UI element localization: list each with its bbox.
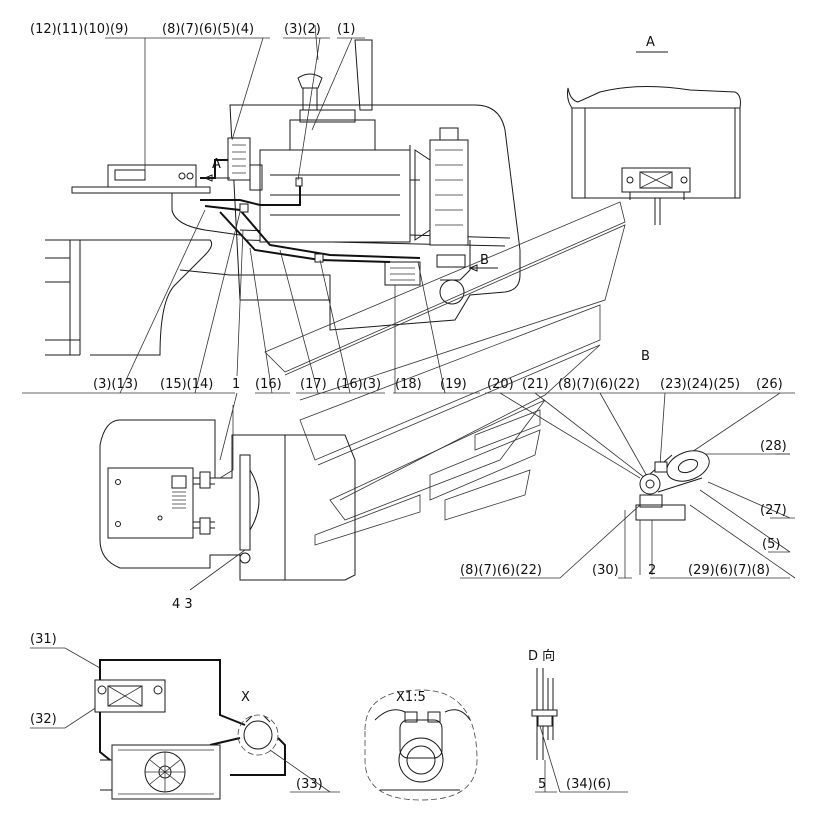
mid-leader-lines (22, 209, 480, 394)
label-16: (16) (255, 377, 282, 392)
label-16-3: (16)(3) (336, 377, 381, 392)
label-12-11-10-9: (12)(11)(10)(9) (30, 22, 128, 37)
label-1: (1) (337, 22, 355, 37)
label-4-3: 4 3 (172, 597, 193, 612)
label-20: (20) (487, 377, 514, 392)
label-33: (33) (296, 777, 323, 792)
arrow-a-label: A (212, 157, 221, 172)
label-x: X (241, 690, 250, 705)
label-21: (21) (522, 377, 549, 392)
label-26: (26) (756, 377, 783, 392)
label-5: (5) (762, 537, 780, 552)
label-1-mid: 1 (232, 377, 240, 392)
label-5-d: 5 (538, 777, 546, 792)
label-19: (19) (440, 377, 467, 392)
label-15-14: (15)(14) (160, 377, 213, 392)
label-32: (32) (30, 712, 57, 727)
label-17: (17) (300, 377, 327, 392)
label-8-7-6-5-4: (8)(7)(6)(5)(4) (162, 22, 254, 37)
label-30: (30) (592, 563, 619, 578)
label-28: (28) (760, 439, 787, 454)
label-34-6: (34)(6) (566, 777, 611, 792)
background-perspective-lines (264, 201, 626, 546)
label-3-2: (3)(2) (284, 22, 321, 37)
arrow-b-label: B (480, 253, 489, 268)
detail-x (364, 689, 478, 801)
left-mount-view (99, 392, 356, 591)
label-23-24-25: (23)(24)(25) (660, 377, 740, 392)
bottom-schematic (30, 647, 340, 800)
label-18: (18) (395, 377, 422, 392)
label-8-7-6-22-low: (8)(7)(6)(22) (460, 563, 542, 578)
label-x15: X1:5 (396, 690, 426, 705)
label-29-6-7-8: (29)(6)(7)(8) (688, 563, 770, 578)
detail-d (531, 668, 628, 793)
callout-labels: (12)(11)(10)(9) (8)(7)(6)(5)(4) (3)(2) (… (30, 22, 787, 792)
top-leader-lines (105, 24, 365, 181)
label-27: (27) (760, 503, 787, 518)
label-2: 2 (648, 563, 656, 578)
view-a-title: A (646, 35, 655, 50)
label-d-view: D 向 (528, 648, 555, 664)
view-b-title: B (641, 349, 650, 364)
label-3-13: (3)(13) (93, 377, 138, 392)
view-b (460, 392, 796, 579)
label-31: (31) (30, 632, 57, 647)
main-machine-view (45, 39, 521, 356)
label-8-7-6-22: (8)(7)(6)(22) (558, 377, 640, 392)
view-a (567, 51, 741, 225)
